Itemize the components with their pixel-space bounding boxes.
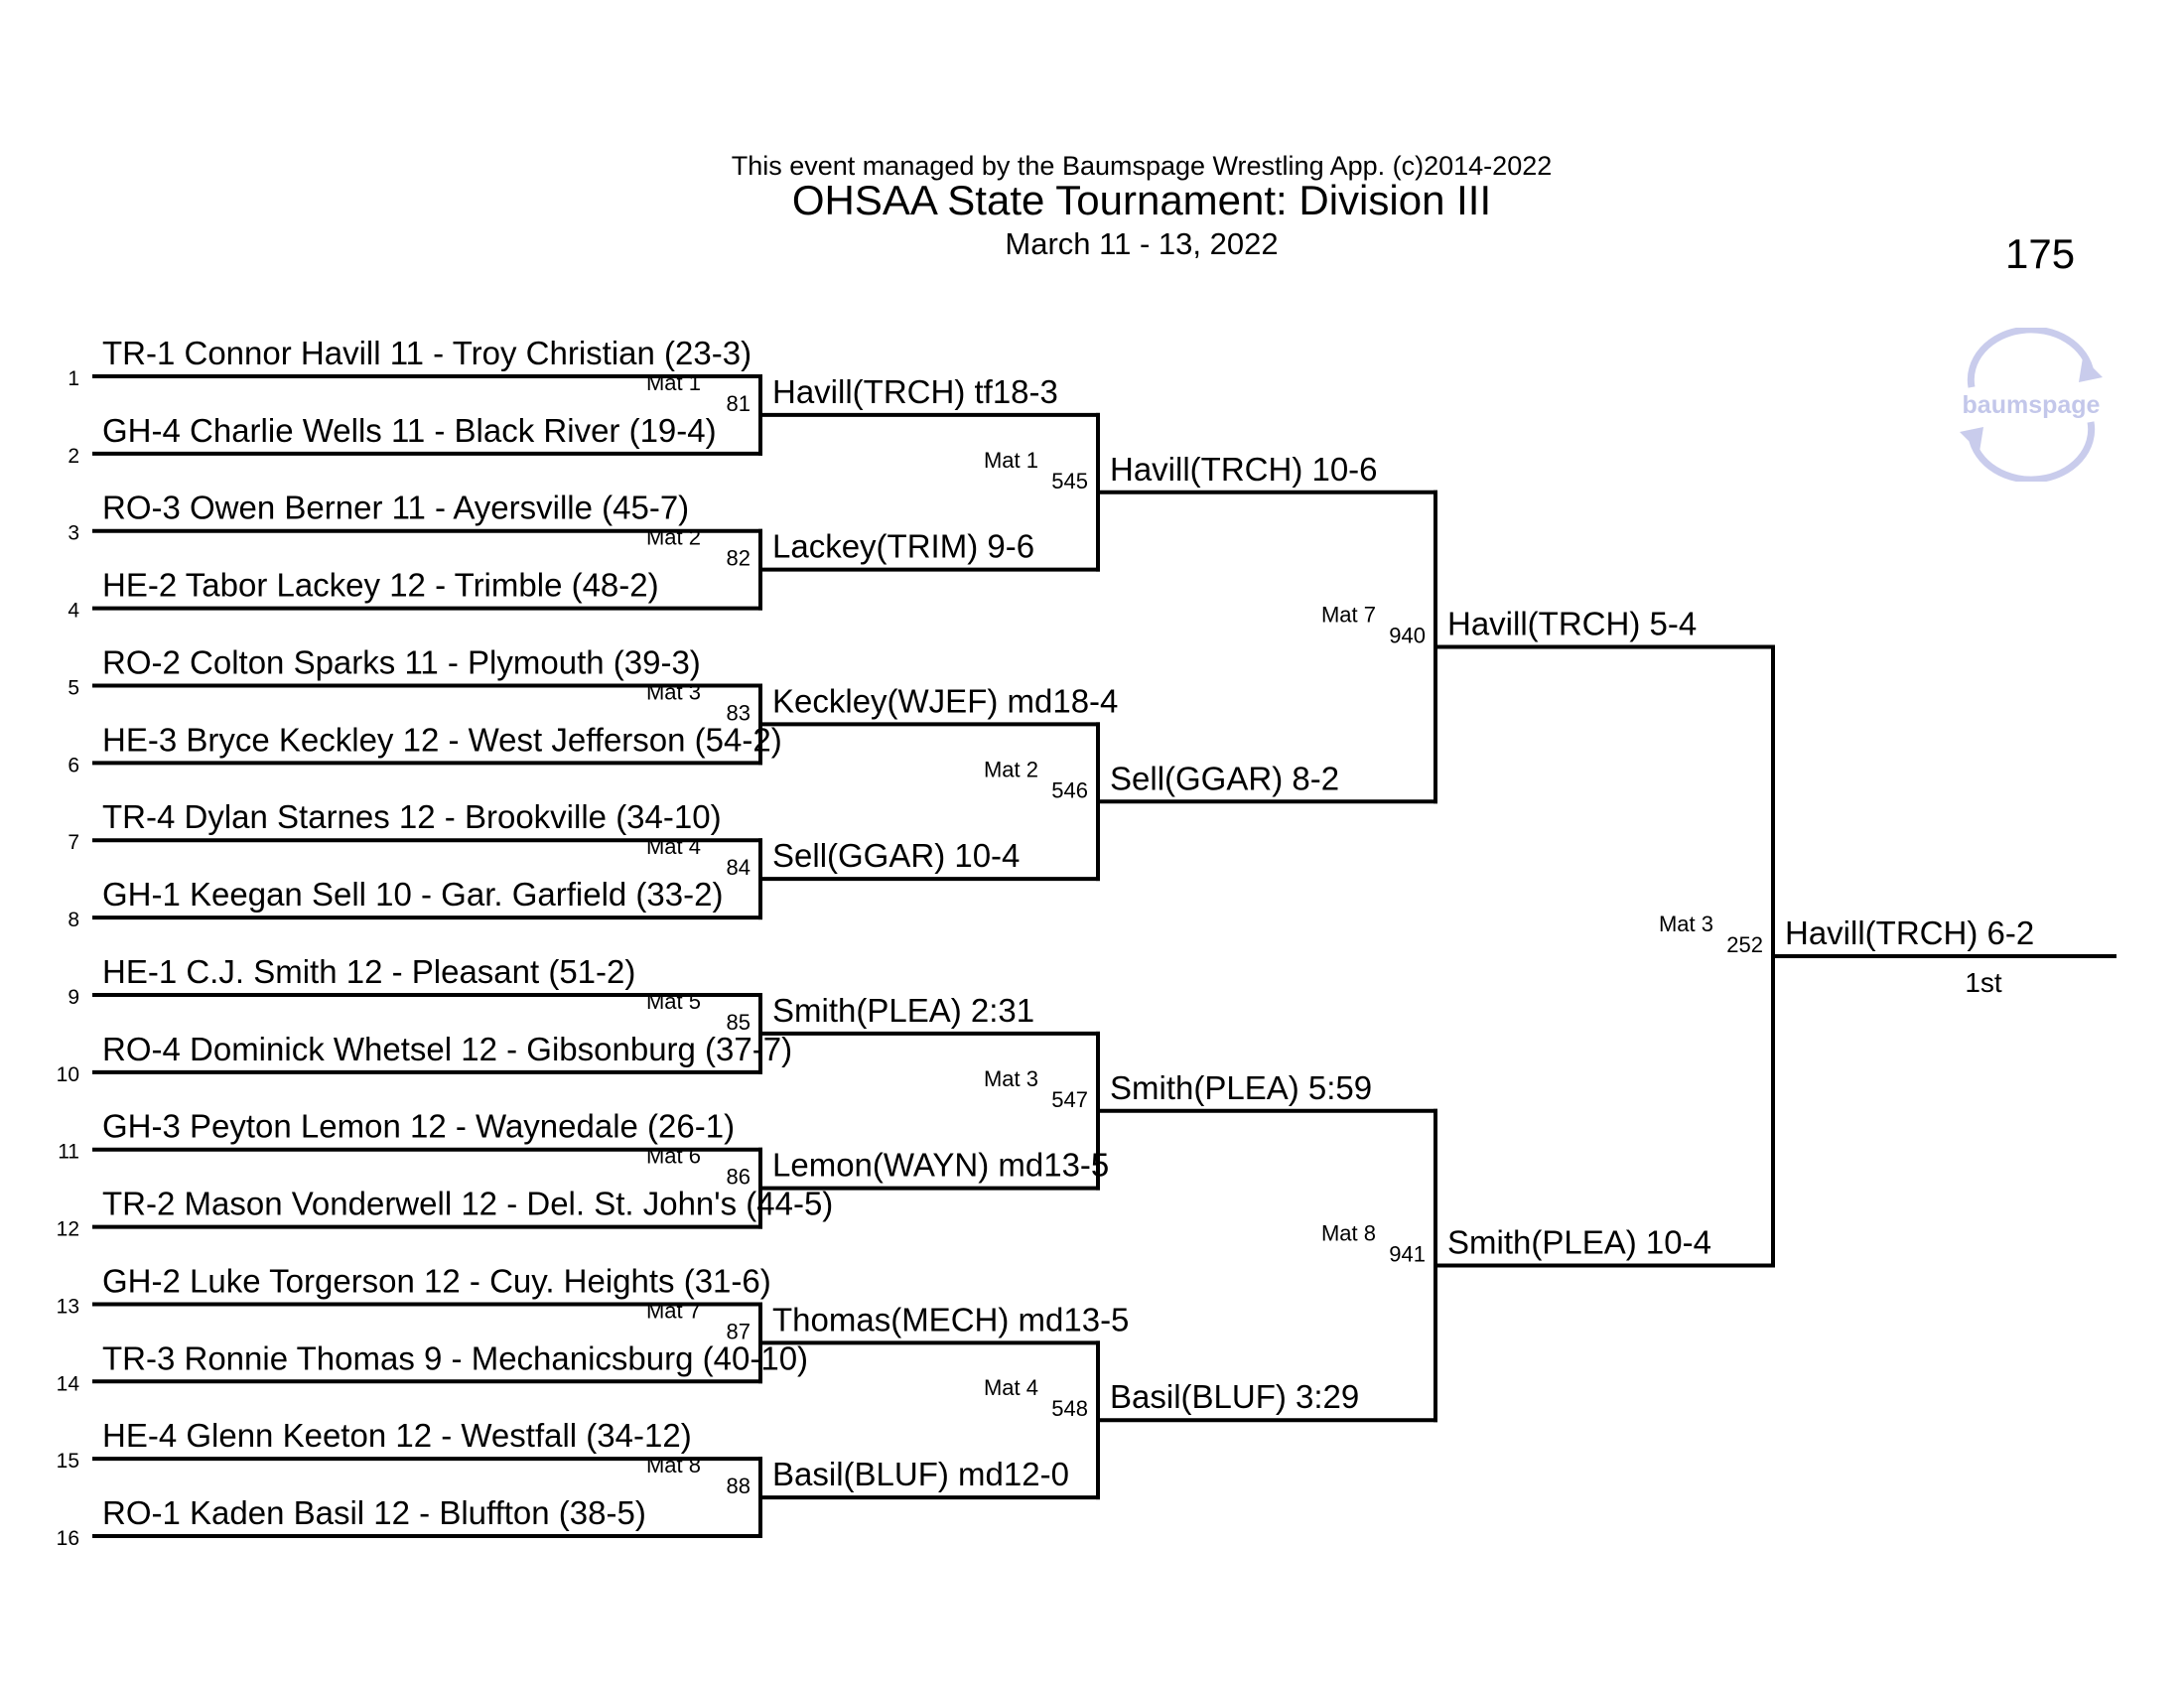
match-result: Keckley(WJEF) md18-4	[772, 682, 1118, 719]
bout-number: 545	[1051, 469, 1088, 493]
wrestler-entry: RO-4 Dominick Whetsel 12 - Gibsonburg (3…	[102, 1031, 792, 1067]
mat-label: Mat 8	[646, 1453, 701, 1477]
bout-number: 547	[1051, 1087, 1088, 1112]
wrestler-entry: HE-2 Tabor Lackey 12 - Trimble (48-2)	[102, 567, 659, 604]
mat-label: Mat 3	[646, 679, 701, 704]
line-number: 12	[57, 1218, 79, 1241]
wrestler-entry: HE-4 Glenn Keeton 12 - Westfall (34-12)	[102, 1417, 692, 1454]
match-result: Thomas(MECH) md13-5	[772, 1301, 1129, 1337]
wrestler-entry: TR-3 Ronnie Thomas 9 - Mechanicsburg (40…	[102, 1339, 808, 1376]
match-result: Havill(TRCH) tf18-3	[772, 373, 1058, 410]
mat-label: Mat 4	[646, 834, 701, 859]
wrestler-entry: RO-2 Colton Sparks 11 - Plymouth (39-3)	[102, 643, 701, 680]
wrestler-entry: TR-4 Dylan Starnes 12 - Brookville (34-1…	[102, 798, 722, 835]
match-result: Lackey(TRIM) 9-6	[772, 528, 1034, 565]
weight-class: 175	[2005, 230, 2076, 277]
wrestler-entry: HE-1 C.J. Smith 12 - Pleasant (51-2)	[102, 953, 635, 990]
mat-label: Mat 3	[984, 1066, 1038, 1091]
match-result: Havill(TRCH) 5-4	[1447, 606, 1697, 642]
mat-label: Mat 8	[1321, 1221, 1376, 1246]
line-number: 16	[57, 1527, 79, 1550]
bout-number: 548	[1051, 1396, 1088, 1421]
bout-number: 546	[1051, 777, 1088, 802]
line-number: 3	[68, 522, 79, 545]
place-label: 1st	[1965, 967, 2002, 998]
match-result: Lemon(WAYN) md13-5	[772, 1147, 1109, 1184]
match-result: Smith(PLEA) 2:31	[772, 992, 1034, 1029]
match-result: Smith(PLEA) 5:59	[1110, 1069, 1372, 1106]
wrestler-entry: TR-1 Connor Havill 11 - Troy Christian (…	[102, 335, 751, 371]
bout-number: 84	[727, 855, 751, 880]
wrestler-entry: HE-3 Bryce Keckley 12 - West Jefferson (…	[102, 721, 782, 758]
line-number: 9	[68, 986, 79, 1009]
line-number: 13	[57, 1295, 79, 1318]
mat-label: Mat 7	[646, 1298, 701, 1323]
match-result: Sell(GGAR) 8-2	[1110, 760, 1339, 796]
match-result: Havill(TRCH) 10-6	[1110, 451, 1378, 488]
line-number: 8	[68, 909, 79, 931]
event-credit: This event managed by the Baumspage Wres…	[731, 151, 1553, 181]
mat-label: Mat 1	[646, 370, 701, 395]
line-number: 5	[68, 676, 79, 699]
wrestler-entry: TR-2 Mason Vonderwell 12 - Del. St. John…	[102, 1186, 833, 1222]
bout-number: 941	[1389, 1242, 1426, 1267]
mat-label: Mat 3	[1659, 912, 1713, 936]
bout-number: 82	[727, 546, 751, 571]
line-number: 10	[57, 1063, 79, 1086]
mat-label: Mat 7	[1321, 603, 1376, 628]
wrestler-entry: GH-2 Luke Torgerson 12 - Cuy. Heights (3…	[102, 1262, 771, 1299]
mat-label: Mat 6	[646, 1144, 701, 1169]
mat-label: Mat 5	[646, 989, 701, 1014]
bout-number: 85	[727, 1010, 751, 1035]
logo-text: baumspage	[1963, 391, 2101, 419]
bout-number: 86	[727, 1165, 751, 1190]
bout-number: 252	[1726, 932, 1763, 957]
bout-number: 81	[727, 391, 751, 416]
line-number: 6	[68, 754, 79, 776]
wrestler-entry: GH-1 Keegan Sell 10 - Gar. Garfield (33-…	[102, 876, 723, 913]
match-result: Basil(BLUF) md12-0	[772, 1456, 1069, 1492]
line-number: 7	[68, 831, 79, 854]
line-number: 1	[68, 367, 79, 390]
mat-label: Mat 2	[984, 757, 1038, 781]
baumspage-logo-icon: baumspage	[1960, 328, 2103, 482]
match-result: Sell(GGAR) 10-4	[772, 837, 1020, 874]
match-result: Basil(BLUF) 3:29	[1110, 1378, 1359, 1415]
bout-number: 940	[1389, 624, 1426, 648]
wrestler-entry: RO-1 Kaden Basil 12 - Bluffton (38-5)	[102, 1494, 646, 1531]
mat-label: Mat 1	[984, 448, 1038, 473]
tournament-dates: March 11 - 13, 2022	[1005, 226, 1279, 261]
line-number: 4	[68, 600, 79, 623]
match-result: Smith(PLEA) 10-4	[1447, 1224, 1711, 1261]
bout-number: 87	[727, 1319, 751, 1343]
wrestler-entry: GH-3 Peyton Lemon 12 - Waynedale (26-1)	[102, 1108, 735, 1145]
line-number: 14	[57, 1372, 80, 1395]
mat-label: Mat 4	[984, 1375, 1038, 1400]
bout-number: 83	[727, 700, 751, 725]
line-number: 2	[68, 445, 79, 468]
match-result: Havill(TRCH) 6-2	[1785, 914, 2034, 951]
wrestler-entry: GH-4 Charlie Wells 11 - Black River (19-…	[102, 412, 717, 449]
mat-label: Mat 2	[646, 525, 701, 550]
line-number: 11	[58, 1141, 79, 1164]
bout-number: 88	[727, 1474, 751, 1498]
tournament-title: OHSAA State Tournament: Division III	[791, 177, 1492, 223]
wrestler-entry: RO-3 Owen Berner 11 - Ayersville (45-7)	[102, 490, 689, 526]
line-number: 15	[57, 1450, 79, 1473]
